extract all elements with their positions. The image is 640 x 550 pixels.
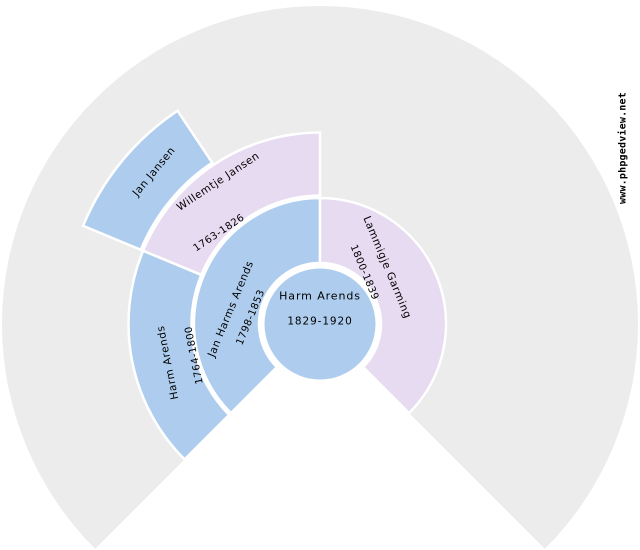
- watermark-text: www.phpgedview.net: [617, 92, 629, 204]
- sector-paternal-grandmother[interactable]: [141, 131, 322, 277]
- sector-great-grandfather[interactable]: [81, 108, 214, 252]
- root-name: Harm Arends: [279, 290, 361, 303]
- sector-mother[interactable]: [318, 196, 448, 415]
- root-dates: 1829-1920: [287, 316, 352, 328]
- root-person-circle[interactable]: [259, 263, 381, 385]
- sector-father[interactable]: [192, 196, 322, 415]
